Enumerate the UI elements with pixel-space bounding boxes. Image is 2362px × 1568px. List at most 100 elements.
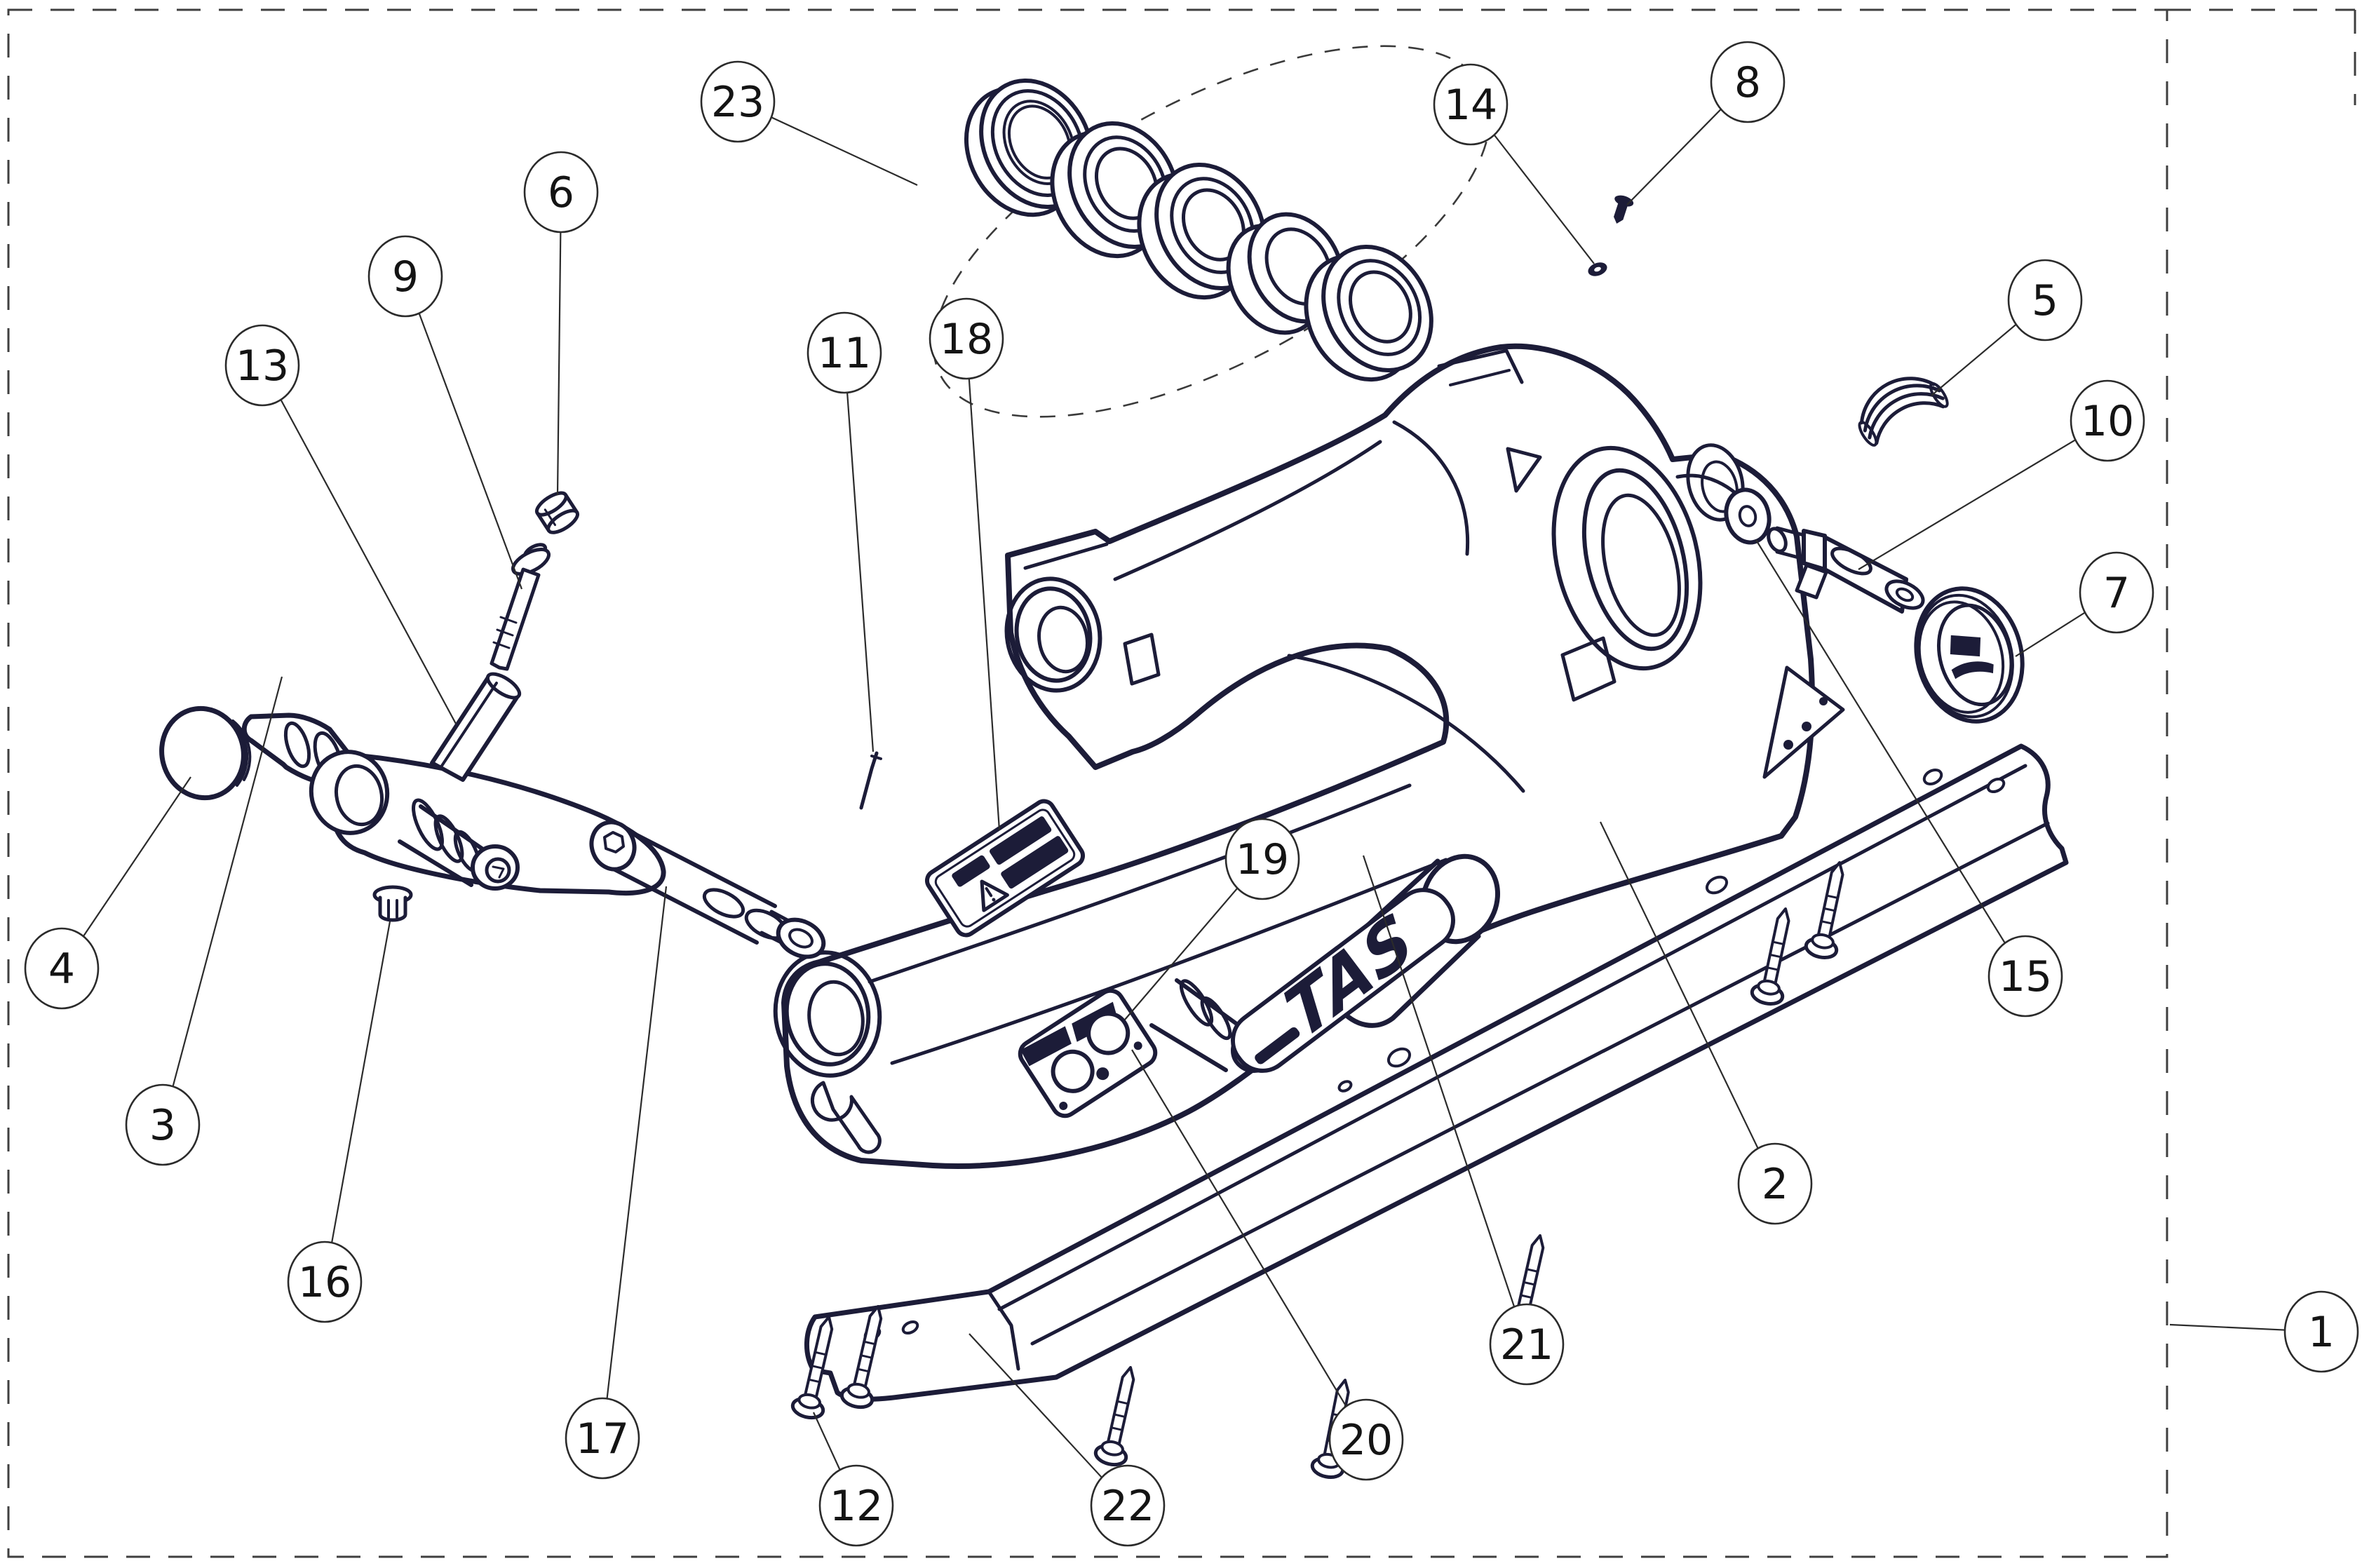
callout-balloon-7: 7: [2079, 551, 2154, 634]
screw-thread: [857, 1367, 870, 1373]
leader-line-3: [161, 676, 283, 1126]
pivot-arm-assembly: [159, 705, 666, 896]
spacer-sleeve: [430, 672, 522, 782]
warning-text-block: [1001, 836, 1069, 889]
axle-adjuster: [1724, 487, 1925, 614]
axle-end-hole: [1895, 587, 1915, 602]
hump-crease: [1392, 420, 1470, 556]
arm-step-ring: [283, 721, 311, 769]
screw: [1804, 861, 1844, 960]
rear-bore-housing: [1551, 445, 1703, 671]
balloon-number-1: 1: [2308, 1308, 2335, 1357]
callout-balloon-12: 12: [818, 1464, 894, 1547]
pivot-shaft: [589, 820, 826, 959]
upper-pivot-tube-flange: [1004, 576, 1102, 693]
screw-head-top: [797, 1393, 822, 1410]
balloon-number-6: 6: [548, 168, 574, 217]
balloon-number-7: 7: [2103, 569, 2130, 618]
callout-balloon-15: 15: [1988, 935, 2063, 1018]
chain-adjuster: [1018, 988, 1158, 1118]
rail-hole: [1337, 1080, 1353, 1093]
balloon-circle-22: [1090, 1464, 1166, 1547]
callout-balloon-14: 14: [1433, 63, 1509, 146]
bracket-triangle-cutout: [1762, 665, 1845, 779]
balloon-circle-9: [367, 235, 443, 318]
screw-thread: [1526, 1268, 1539, 1273]
body-quad-cutout: [1560, 636, 1617, 702]
warning-text-block: [952, 855, 990, 887]
crest-clamp-slot: [1449, 369, 1511, 386]
balloon-circle-12: [818, 1464, 894, 1547]
balloon-number-10: 10: [2081, 397, 2134, 446]
screw: [790, 1316, 834, 1420]
bearing-rings: [964, 79, 1433, 382]
screw-thread: [1821, 920, 1833, 925]
set-screw: [1614, 195, 1634, 224]
balloon-number-3: 3: [149, 1101, 176, 1150]
leader-line-10: [1858, 420, 2108, 570]
axle-barrel-ring: [1830, 546, 1872, 576]
leader-line-15: [1755, 539, 2026, 977]
rail-front-face-line: [1030, 821, 2050, 1346]
upper-leg-crease: [1113, 440, 1382, 581]
callout-balloon-13: 13: [224, 324, 300, 407]
arm-tube-bore: [335, 764, 384, 827]
upper-pivot-tube-bore: [1037, 605, 1089, 674]
arm-end-cap-rim: [223, 715, 249, 787]
shaft-washer: [776, 917, 826, 959]
balloon-circle-19: [1224, 818, 1300, 900]
screw-head-top: [1100, 1440, 1124, 1457]
balloon-number-15: 15: [1999, 952, 2052, 1001]
screw-thread: [1767, 966, 1779, 971]
bearing-ellipse: [1348, 270, 1412, 344]
callout-balloon-21: 21: [1489, 1303, 1565, 1386]
screw-thread: [863, 1340, 876, 1346]
balloon-circle-5: [2007, 259, 2083, 342]
adjuster-dark-bar: [1020, 1026, 1072, 1067]
balloon-circle-10: [2070, 379, 2145, 462]
balloon-number-16: 16: [298, 1258, 351, 1307]
callout-balloon-5: 5: [2007, 259, 2083, 342]
rail-hole: [1386, 1047, 1412, 1068]
callout-balloon-20: 20: [1328, 1398, 1404, 1481]
lower-pivot-tube-bore: [807, 980, 865, 1057]
balloon-circle-7: [2079, 551, 2154, 634]
screw-thread: [811, 1365, 823, 1370]
screw-thread: [814, 1351, 827, 1356]
rail-hole: [901, 1320, 919, 1335]
bracket-dot: [1819, 697, 1828, 705]
balloon-circle-21: [1489, 1303, 1565, 1386]
leader-line-17: [601, 886, 668, 1439]
leader-line-16: [323, 921, 391, 1283]
leader-line-9: [404, 276, 523, 590]
bolt-shaft: [490, 567, 541, 671]
warning-label: [924, 799, 1086, 938]
balloon-number-13: 13: [236, 342, 289, 391]
balloon-circle-11: [807, 311, 882, 394]
screw-thread: [861, 1354, 872, 1359]
cotter-pin: [859, 751, 882, 810]
balloon-circle-14: [1433, 63, 1509, 146]
bracket-dot: [1802, 722, 1811, 731]
warning-triangle-icon: [980, 879, 1009, 912]
lower-leg-crease-a: [868, 783, 1412, 984]
screw-thread: [1520, 1294, 1532, 1299]
screw-thread: [1523, 1281, 1535, 1286]
leader-line-20: [1131, 1049, 1367, 1440]
screw-thread: [1769, 954, 1782, 959]
balloon-number-12: 12: [830, 1482, 883, 1531]
callout-balloon-4: 4: [24, 927, 100, 1010]
bearing-ellipse: [1337, 259, 1422, 356]
screw-head-top: [846, 1382, 871, 1399]
bracket-dot: [1783, 740, 1793, 750]
upper-flange-line: [1023, 542, 1109, 570]
arm-end-cap-rim: [231, 719, 252, 781]
arm-cone-socket: [485, 857, 511, 884]
balloon-number-20: 20: [1339, 1416, 1393, 1465]
callout-balloon-9: 9: [367, 235, 443, 318]
balloon-circle-23: [700, 60, 776, 143]
balloon-circle-18: [929, 297, 1004, 380]
balloon-circle-15: [1988, 935, 2063, 1018]
